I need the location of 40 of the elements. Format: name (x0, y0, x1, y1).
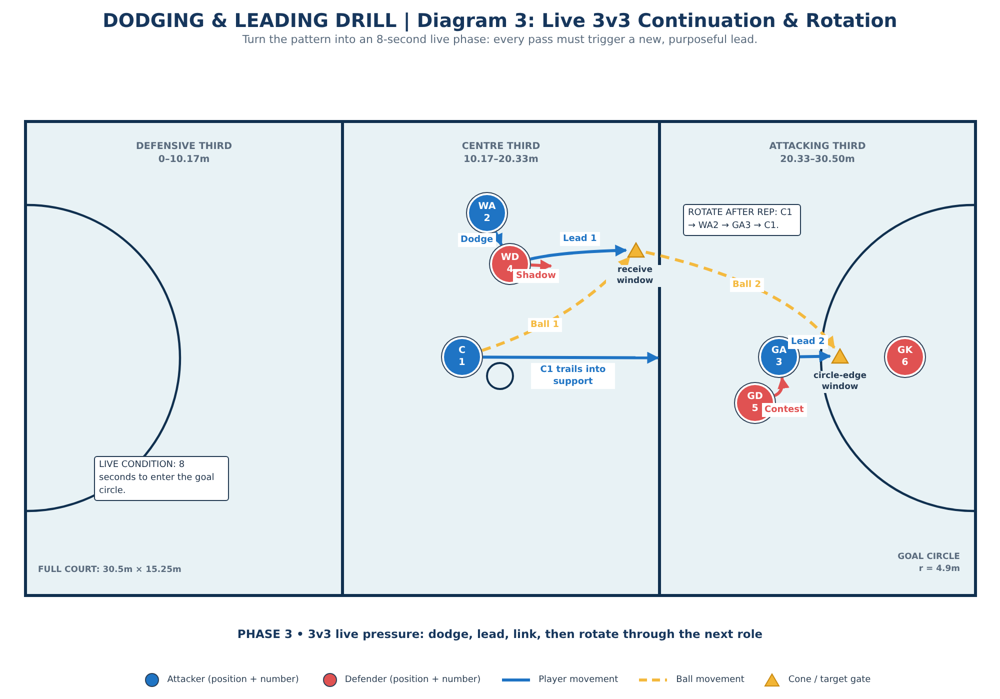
cone-marker (831, 348, 849, 364)
edge-label: Ball 1 (528, 318, 562, 332)
zone-title: CENTRE THIRD (462, 140, 540, 154)
legend-label: Cone / target gate (788, 675, 871, 685)
goal-circle-note: GOAL CIRCLE r = 4.9m (896, 551, 960, 576)
defender-token: GK 6 (887, 339, 923, 375)
caption: PHASE 3 • 3v3 live pressure: dodge, lead, link, then rotate through the next role (237, 627, 763, 641)
zone-range: 10.17–20.33m (464, 153, 538, 166)
ball-pass-arrow (482, 256, 630, 352)
edge-label: Lead 2 (788, 335, 828, 350)
cone-marker (627, 242, 645, 258)
marker-ring (486, 362, 514, 390)
zone-title: DEFENSIVE THIRD (136, 140, 232, 154)
court-dimensions: FULL COURT: 30.5m × 15.25m (38, 565, 182, 575)
zone-title: ATTACKING THIRD (769, 140, 866, 154)
edge-label: Shadow (513, 269, 559, 284)
zone-range: 0–10.17m (158, 153, 210, 166)
movement-arrow (483, 352, 660, 364)
cone-caption: receive window (606, 265, 664, 288)
attacker-token: WA 2 (469, 195, 505, 231)
edge-label: Ball 2 (730, 278, 764, 292)
movement-arrow (530, 244, 628, 261)
zone-range: 20.33–30.50m (780, 153, 855, 166)
note-box: LIVE CONDITION: 8 seconds to enter the goal circle. (94, 456, 229, 502)
ball-pass-arrow (645, 250, 836, 349)
subtitle: Turn the pattern into an 8-second live phase: every pass must trigger a new, purposeful lead. (242, 33, 758, 46)
note-box: ROTATE AFTER REP: C1 → WA2 → GA3 → C1. (683, 204, 801, 236)
legend-label: Defender (position + number) (344, 675, 481, 685)
legend-label: Player movement (538, 675, 618, 685)
edge-label: C1 trails into support (531, 363, 615, 390)
movement-arrow (530, 259, 552, 272)
edge-label: Dodge (458, 233, 496, 248)
attacker-token: C 1 (444, 339, 480, 375)
movement-arrow (774, 376, 790, 397)
diagram-title: DODGING & LEADING DRILL | Diagram 3: Live 3v3 Continuation & Rotation (102, 10, 898, 32)
edge-label: Contest (762, 403, 807, 418)
legend-label: Ball movement (676, 675, 744, 685)
edge-label: Lead 1 (560, 232, 600, 246)
movement-arrow (800, 350, 832, 362)
legend-label: Attacker (position + number) (167, 675, 299, 685)
